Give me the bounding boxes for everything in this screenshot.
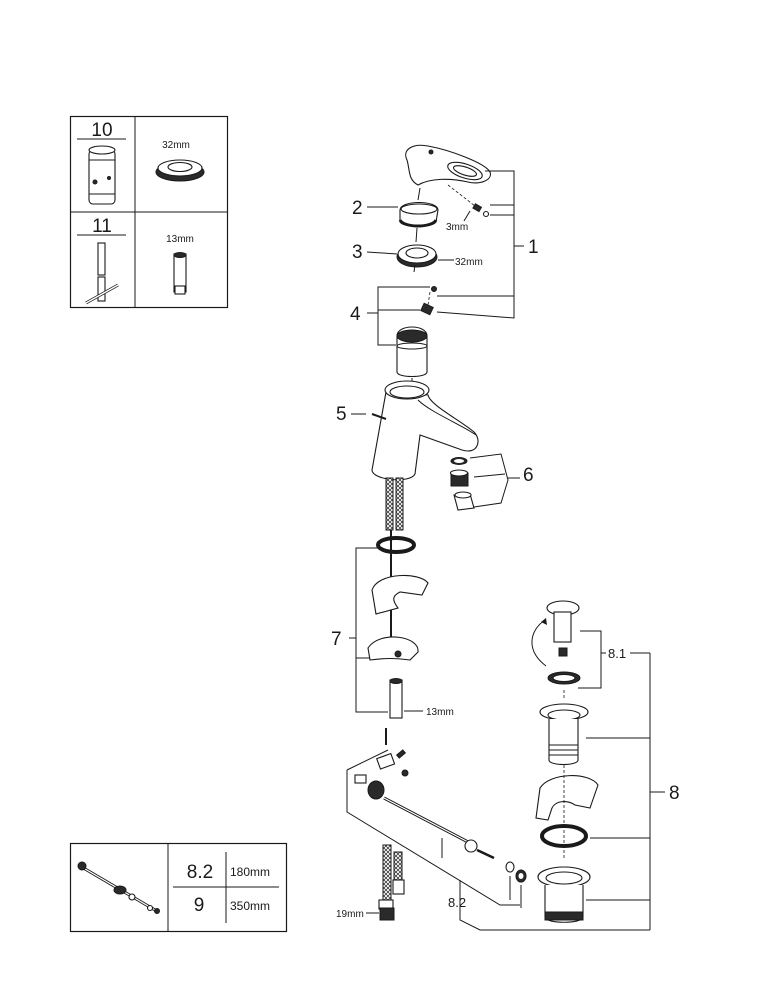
drain-gasket bbox=[535, 775, 599, 848]
callout-3: 3 bbox=[352, 242, 363, 263]
callout-6: 6 bbox=[523, 465, 534, 486]
length-row-1-number: 8.2 bbox=[187, 862, 213, 883]
t-handle-key-icon bbox=[85, 242, 119, 305]
pop-up-rod-icon bbox=[77, 861, 160, 914]
screw-size-label: 3mm bbox=[446, 222, 468, 233]
drain-plug bbox=[531, 600, 581, 685]
tool-11-number: 11 bbox=[92, 216, 112, 237]
handle-lever bbox=[405, 144, 491, 186]
drain-tailpiece bbox=[537, 866, 591, 923]
nut-32mm-icon bbox=[155, 159, 205, 182]
tool-10-size: 32mm bbox=[162, 140, 190, 151]
tool-table: 10 32mm 11 13mm bbox=[69, 115, 229, 309]
cartridge-nut bbox=[396, 227, 438, 273]
handle-screw bbox=[447, 184, 490, 218]
hose-nut-size-label: 19mm bbox=[336, 909, 364, 920]
cartridge-tool-icon bbox=[88, 145, 116, 205]
cover-cap bbox=[398, 187, 439, 228]
callout-1: 1 bbox=[528, 237, 539, 258]
socket-size-label: 13mm bbox=[426, 707, 454, 718]
nut-size-label: 32mm bbox=[455, 257, 483, 268]
callout-8: 8 bbox=[669, 783, 680, 804]
aerator-parts bbox=[449, 457, 475, 511]
callout-7: 7 bbox=[331, 629, 342, 650]
callout-2: 2 bbox=[352, 198, 363, 219]
callout-5: 5 bbox=[336, 404, 347, 425]
callout-8-bracket bbox=[578, 630, 665, 930]
callout-4-bracket bbox=[367, 286, 430, 346]
tool-11-size: 13mm bbox=[166, 234, 194, 245]
callout-7-bracket bbox=[349, 547, 388, 713]
length-row-2-number: 9 bbox=[194, 895, 205, 916]
supply-hose-right bbox=[395, 477, 404, 531]
callout-8-2: 8.2 bbox=[448, 895, 466, 910]
drain-body bbox=[539, 703, 589, 766]
callout-6-bracket bbox=[469, 453, 520, 508]
pop-up-linkage bbox=[346, 749, 650, 931]
callout-4: 4 bbox=[350, 304, 361, 325]
length-table: 8.2 180mm 9 350mm bbox=[69, 842, 288, 933]
socket-13mm-icon bbox=[173, 252, 187, 295]
callout-8-1: 8.1 bbox=[608, 646, 626, 661]
length-row-2-value: 350mm bbox=[230, 899, 270, 913]
callout-1-bracket bbox=[436, 170, 524, 319]
supply-hoses-with-nuts bbox=[378, 844, 405, 921]
cartridge bbox=[396, 286, 437, 388]
mounting-kit bbox=[367, 536, 429, 745]
length-row-1-value: 180mm bbox=[230, 865, 270, 879]
tool-10-number: 10 bbox=[91, 120, 112, 141]
faucet-body bbox=[371, 380, 479, 481]
supply-hose-left bbox=[385, 477, 394, 531]
